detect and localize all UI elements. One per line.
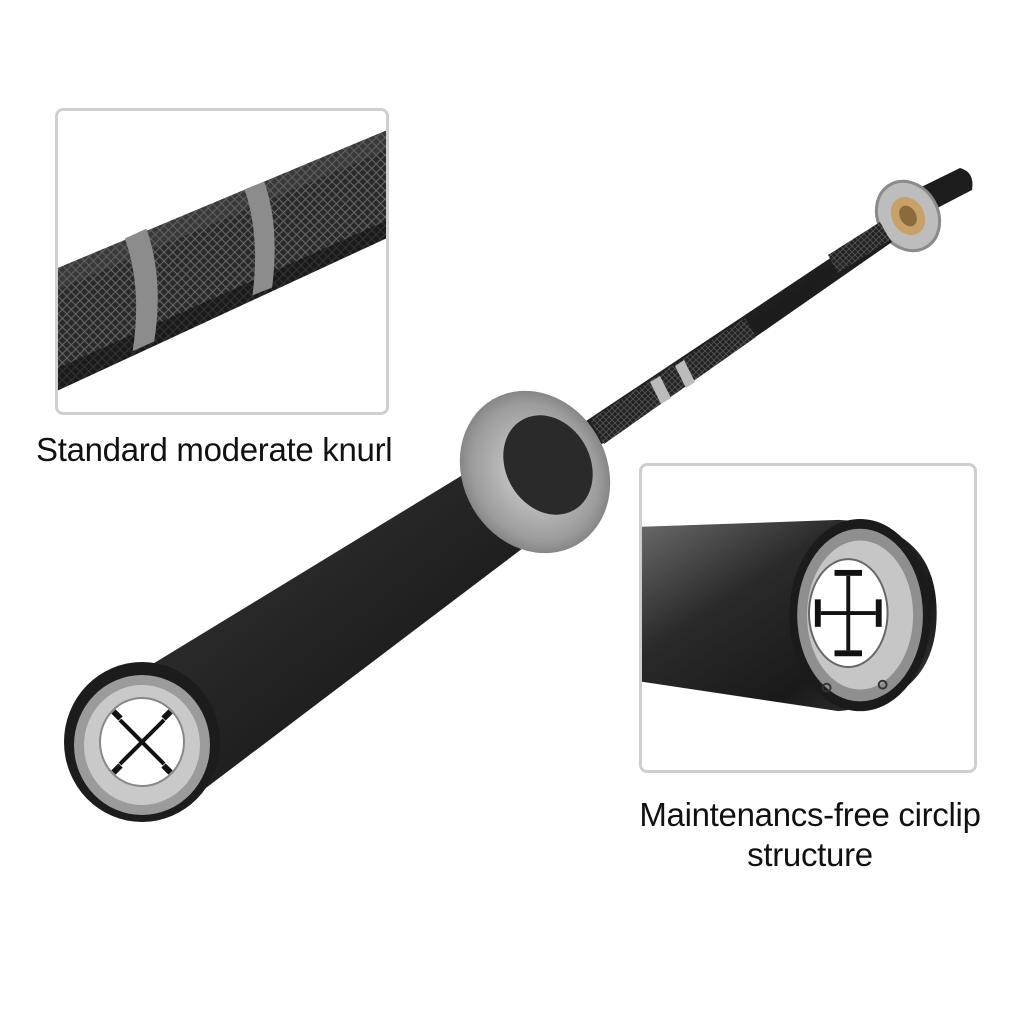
far-sleeve [874, 168, 973, 253]
dumbbell-cross-icon [111, 709, 173, 775]
circlip-caption: Maintenancs-free circlip structure [639, 796, 981, 873]
circlip-detail-panel [639, 463, 977, 773]
bar-shaft: POWERGUIDANCE [580, 202, 892, 448]
knurl-closeup-image [58, 111, 386, 412]
circlip-closeup-image [642, 466, 974, 770]
knurl-caption: Standard moderate knurl [36, 431, 393, 468]
near-sleeve [64, 390, 611, 822]
knurl-detail-panel [55, 108, 389, 415]
